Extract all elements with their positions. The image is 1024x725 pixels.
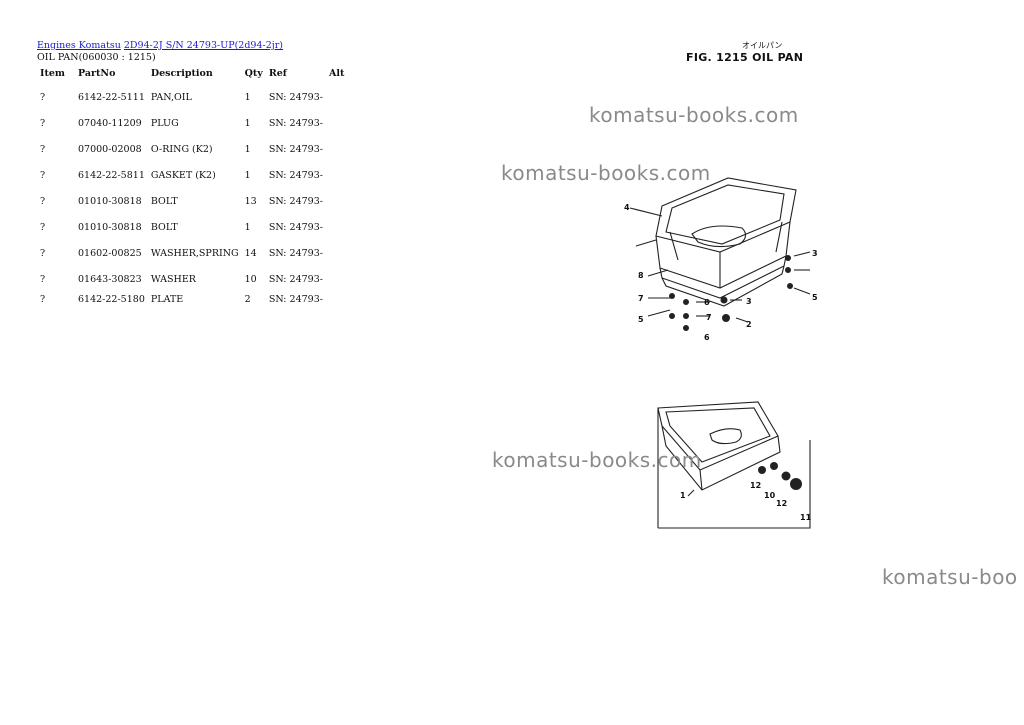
table-header-row: Item PartNo Description Qty Ref Alt — [37, 64, 350, 84]
callout-1: 1 — [680, 491, 686, 500]
watermark: komatsu-books.com — [492, 448, 702, 472]
cell-qty: 13 — [244, 195, 257, 207]
callout-11: 11 — [800, 513, 812, 522]
table-row: ? 01010-30818 BOLT 1 SN: 24793- — [37, 214, 350, 240]
callout-6b: 6 — [704, 333, 710, 342]
table-row: ? 01643-30823 WASHER 10 SN: 24793- — [37, 266, 350, 292]
cell-qty: 1 — [244, 143, 251, 155]
cell-item: ? — [40, 169, 46, 181]
cell-partno: 01010-30818 — [78, 221, 142, 233]
table-row: ? 6142-22-5811 GASKET (K2) 1 SN: 24793- — [37, 162, 350, 188]
callout-3b: 3 — [812, 249, 818, 258]
watermark: komatsu-boo — [882, 565, 1018, 589]
cell-qty: 10 — [244, 273, 257, 285]
cell-item: ? — [40, 91, 46, 103]
cell-ref: SN: 24793- — [268, 273, 323, 285]
cell-partno: 01010-30818 — [78, 195, 142, 207]
cell-partno: 07040-11209 — [78, 117, 142, 129]
cell-partno: 07000-02008 — [78, 143, 142, 155]
callout-5: 5 — [638, 315, 644, 324]
cell-qty: 2 — [244, 293, 251, 305]
callout-2: 2 — [746, 320, 752, 329]
cell-alt — [326, 162, 350, 188]
cell-item: ? — [40, 195, 46, 207]
cell-description: BOLT — [150, 221, 178, 233]
cell-ref: SN: 24793- — [268, 195, 323, 207]
cell-item: ? — [40, 273, 46, 285]
table-row: ? 01602-00825 WASHER,SPRING 14 SN: 24793… — [37, 240, 350, 266]
cell-ref: SN: 24793- — [268, 117, 323, 129]
cell-partno: 6142-22-5111 — [78, 91, 145, 103]
cell-alt — [326, 188, 350, 214]
cell-ref: SN: 24793- — [268, 247, 323, 259]
cell-qty: 1 — [244, 91, 251, 103]
table-row: ? 07000-02008 O-RING (K2) 1 SN: 24793- — [37, 136, 350, 162]
breadcrumb-engines-link[interactable]: Engines Komatsu — [37, 40, 121, 51]
table-row: ? 07040-11209 PLUG 1 SN: 24793- — [37, 110, 350, 136]
table-row: ? 6142-22-5111 PAN,OIL 1 SN: 24793- — [37, 84, 350, 110]
parts-table: Item PartNo Description Qty Ref Alt ? 61… — [37, 64, 350, 306]
watermark: komatsu-books.com — [501, 161, 711, 185]
table-row: ? 6142-22-5180 PLATE 2 SN: 24793- — [37, 292, 350, 306]
cell-qty: 1 — [244, 221, 251, 233]
header-partno: PartNo — [78, 67, 116, 79]
cell-alt — [326, 292, 350, 306]
cell-description: O-RING (K2) — [150, 143, 213, 155]
cell-qty: 14 — [244, 247, 257, 259]
cell-ref: SN: 24793- — [268, 293, 323, 305]
table-row: ? 01010-30818 BOLT 13 SN: 24793- — [37, 188, 350, 214]
cell-item: ? — [40, 117, 46, 129]
callout-12b: 12 — [776, 499, 787, 508]
breadcrumb: Engines Komatsu 2D94-2J S/N 24793-UP(2d9… — [37, 40, 283, 52]
cell-ref: SN: 24793- — [268, 91, 323, 103]
oil-pan-diagram: 4 8 7 5 6 3 7 5 3 2 6 — [624, 177, 818, 342]
cell-description: WASHER,SPRING — [150, 247, 239, 259]
cell-qty: 1 — [244, 117, 251, 129]
watermark: komatsu-books.com — [589, 103, 799, 127]
cell-item: ? — [40, 143, 46, 155]
callout-5b: 5 — [812, 293, 818, 302]
figure-title: FIG. 1215 OIL PAN — [686, 51, 804, 64]
header-description: Description — [150, 67, 213, 79]
cell-alt — [326, 136, 350, 162]
cell-description: PLATE — [150, 293, 184, 305]
oil-pan-variant-diagram: 1 12 10 12 11 — [657, 401, 812, 529]
cell-alt — [326, 266, 350, 292]
cell-partno: 01602-00825 — [78, 247, 142, 259]
cell-description: WASHER — [150, 273, 196, 285]
cell-alt — [326, 110, 350, 136]
section-title: OIL PAN(060030 : 1215) — [37, 52, 156, 63]
cell-alt — [326, 84, 350, 110]
cell-partno: 01643-30823 — [78, 273, 142, 285]
cell-item: ? — [40, 221, 46, 233]
cell-alt — [326, 240, 350, 266]
callout-3: 3 — [746, 297, 752, 306]
header-alt: Alt — [328, 67, 345, 79]
cell-ref: SN: 24793- — [268, 143, 323, 155]
callout-8: 8 — [638, 271, 644, 280]
header-ref: Ref — [268, 67, 287, 79]
cell-alt — [326, 214, 350, 240]
cell-ref: SN: 24793- — [268, 221, 323, 233]
cell-description: GASKET (K2) — [150, 169, 216, 181]
cell-partno: 6142-22-5180 — [78, 293, 145, 305]
cell-ref: SN: 24793- — [268, 169, 323, 181]
callout-7: 7 — [638, 294, 644, 303]
header-qty: Qty — [244, 67, 263, 79]
cell-description: PAN,OIL — [150, 91, 192, 103]
cell-description: BOLT — [150, 195, 178, 207]
figure-japanese-title: オイルパン — [742, 41, 783, 50]
cell-partno: 6142-22-5811 — [78, 169, 145, 181]
callout-4: 4 — [624, 203, 630, 212]
cell-item: ? — [40, 293, 46, 305]
breadcrumb-model-link[interactable]: 2D94-2J S/N 24793-UP(2d94-2jr) — [123, 40, 283, 51]
callout-7b: 7 — [706, 313, 712, 322]
callout-6: 6 — [704, 298, 710, 307]
callout-10: 10 — [764, 491, 776, 500]
cell-qty: 1 — [244, 169, 251, 181]
callout-12: 12 — [750, 481, 761, 490]
cell-description: PLUG — [150, 117, 179, 129]
header-item: Item — [40, 67, 65, 79]
cell-item: ? — [40, 247, 46, 259]
